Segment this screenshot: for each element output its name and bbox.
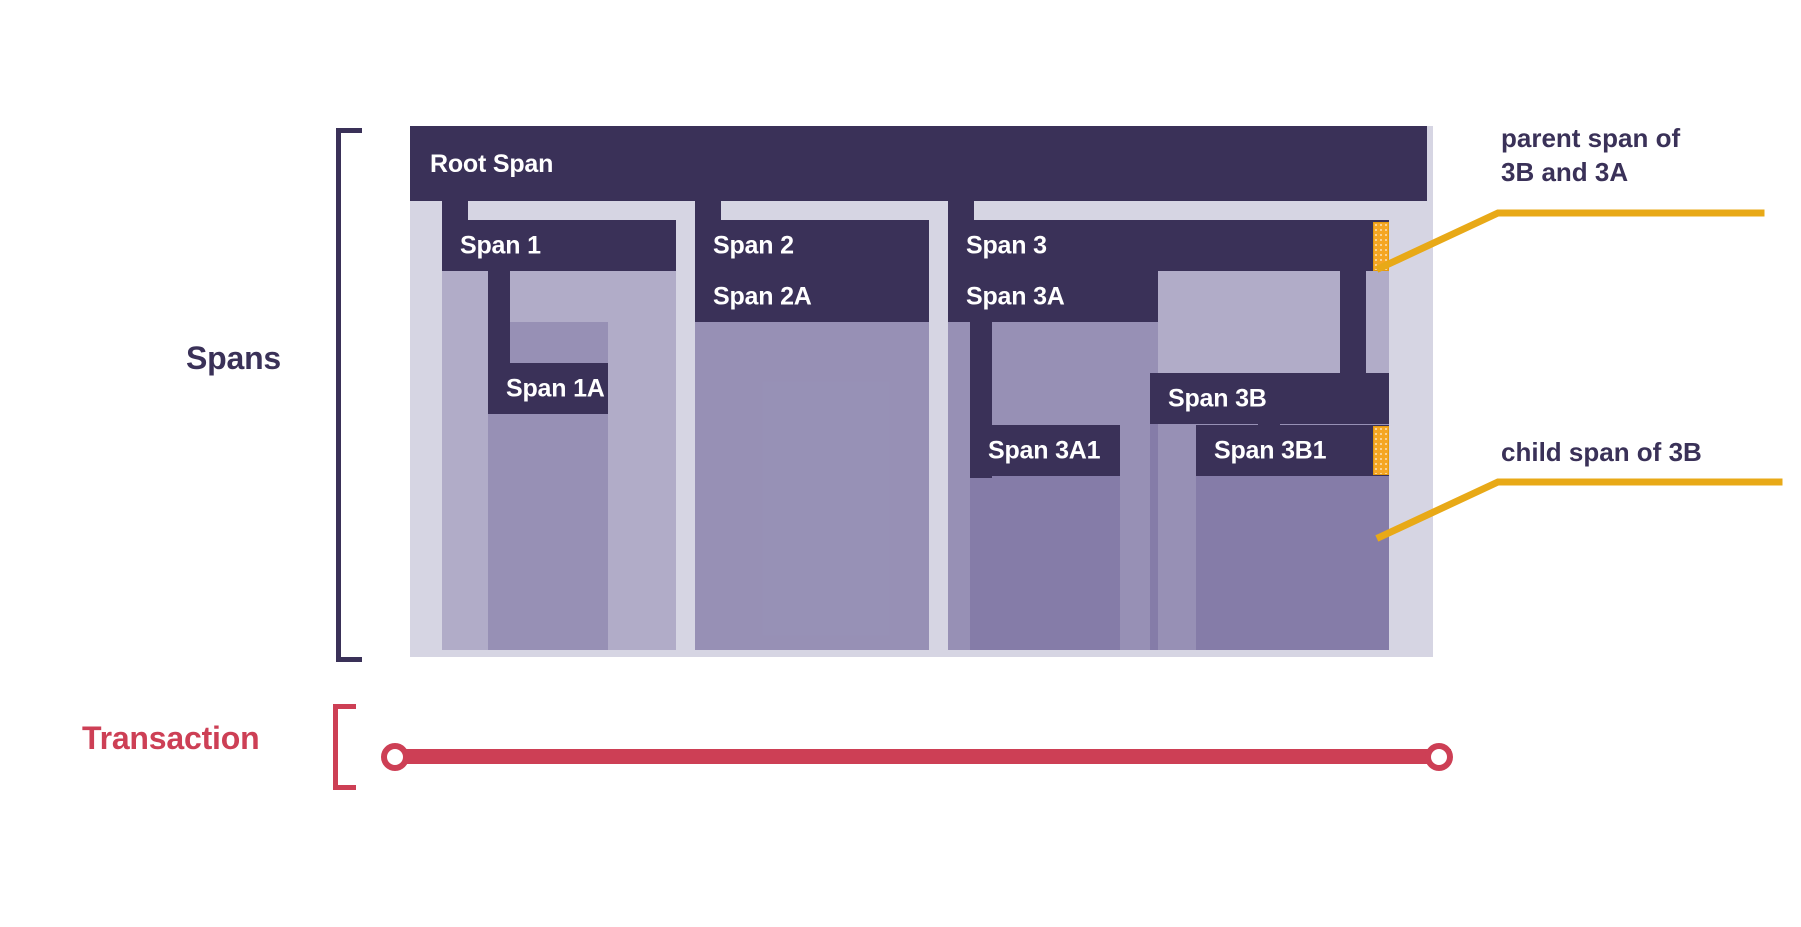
- spans-bracket: [336, 128, 362, 662]
- child-span-highlight-marker[interactable]: [1373, 426, 1389, 475]
- child-annotation-text: child span of 3B: [1501, 437, 1702, 467]
- span-1[interactable]: Span 1: [442, 220, 676, 271]
- span-1-label: Span 1: [460, 231, 541, 259]
- span-1-body: [442, 220, 676, 650]
- connector-span3-to-span3b: [1340, 271, 1366, 373]
- transaction-start-dot[interactable]: [381, 743, 409, 771]
- span-3b1[interactable]: Span 3B1: [1196, 425, 1389, 476]
- span-root-label: Root Span: [430, 150, 554, 178]
- span-3-label: Span 3: [966, 231, 1047, 259]
- span-3b1-label: Span 3B1: [1214, 436, 1327, 464]
- span-1a[interactable]: Span 1A: [488, 363, 608, 414]
- spans-label: Spans: [186, 340, 282, 376]
- parent-span-highlight-marker[interactable]: [1373, 222, 1389, 271]
- span-3a-label: Span 3A: [966, 282, 1065, 310]
- span-2a[interactable]: Span 2A: [695, 271, 929, 322]
- transaction-label: Transaction: [82, 720, 260, 756]
- transaction-bar[interactable]: [392, 749, 1451, 764]
- transaction-end-dot[interactable]: [1425, 743, 1453, 771]
- span-3a1[interactable]: Span 3A1: [970, 425, 1120, 476]
- connector-span1-to-span1a: [488, 271, 510, 385]
- span-3b[interactable]: Span 3B: [1150, 373, 1389, 424]
- span-3a[interactable]: Span 3A: [948, 271, 1158, 322]
- span-root[interactable]: Root Span: [410, 126, 1427, 201]
- parent-annotation-leader: [1375, 209, 1765, 273]
- span-1a-label: Span 1A: [506, 374, 605, 402]
- parent-annotation-text: parent span of 3B and 3A: [1501, 123, 1681, 187]
- span-3b-label: Span 3B: [1168, 384, 1267, 412]
- span-2a-body: [695, 322, 929, 650]
- span-2-label: Span 2: [713, 231, 794, 259]
- span-2[interactable]: Span 2: [695, 220, 929, 271]
- spans-panel: Root Span Span 1 Span 1A Span 2 Span 2A: [410, 126, 1433, 657]
- child-annotation-leader: [1375, 478, 1783, 542]
- transaction-bracket: [333, 704, 356, 790]
- span-2a-label: Span 2A: [713, 282, 812, 310]
- span-3a1-label: Span 3A1: [988, 436, 1101, 464]
- span-3[interactable]: Span 3: [948, 220, 1389, 271]
